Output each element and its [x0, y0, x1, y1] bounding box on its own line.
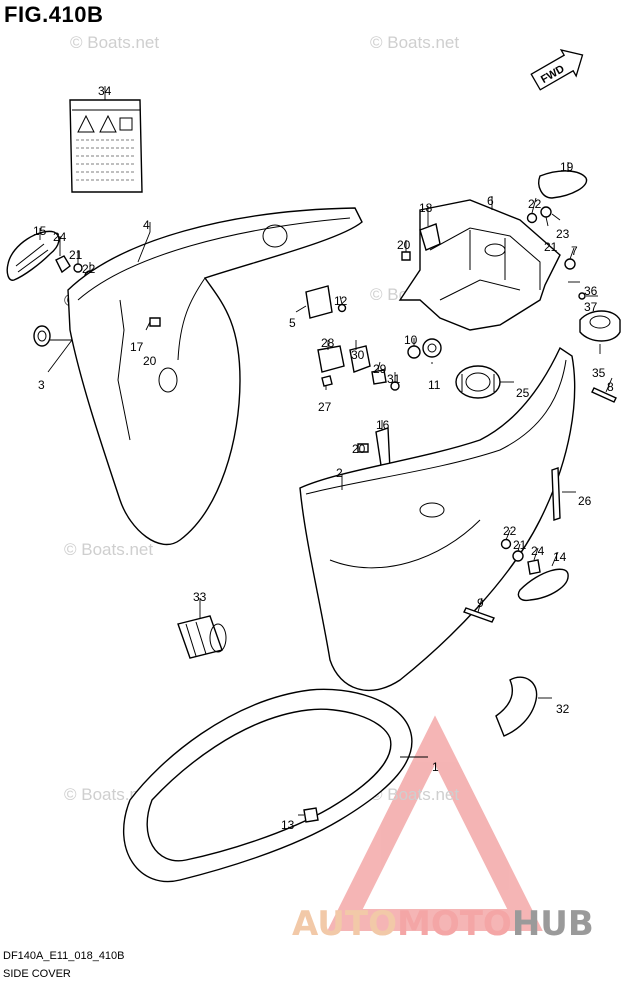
right-side-cover: [299, 346, 576, 691]
brand-auto: AUTO: [292, 904, 397, 944]
part-number-label: 29: [373, 362, 387, 376]
watermark-text: © Boats.net: [370, 33, 459, 52]
part-number-label: 33: [193, 590, 207, 604]
part-number-label: 18: [419, 201, 433, 215]
part-number-label: 24: [53, 230, 67, 244]
part-number-label: 21: [513, 538, 527, 552]
mount-bracket: [398, 199, 561, 331]
brand-moto: MOTO: [396, 904, 512, 944]
part-number-label: 3: [38, 378, 45, 392]
part-number-label: 20: [352, 442, 366, 456]
part-number-label: 17: [130, 340, 144, 354]
figure-caption: SIDE COVER: [3, 968, 71, 980]
part-number-label: 13: [281, 818, 295, 832]
part-number-label: 37: [584, 300, 598, 314]
part-number-label: 22: [503, 524, 517, 538]
watermark-text: © Boats.net: [370, 785, 459, 804]
part-number-label: 35: [592, 366, 606, 380]
automotohub-logo: AUTOMOTOHUB: [292, 904, 594, 944]
warning-label-sticker: [69, 99, 143, 193]
part-number-label: 22: [528, 197, 542, 211]
part-number-label: 24: [531, 544, 545, 558]
part-number-label: 26: [578, 494, 592, 508]
part-number-label: 15: [33, 224, 47, 238]
part-number-label: 5: [289, 316, 296, 330]
figure-code: DF140A_E11_018_410B: [3, 950, 125, 962]
part-number-label: 30: [351, 348, 365, 362]
part-number-label: 6: [487, 194, 494, 208]
part-number-label: 25: [516, 386, 530, 400]
part-number-label: 32: [556, 702, 570, 716]
watermark-logo-icon: [327, 715, 543, 931]
part-number-label: 34: [98, 84, 112, 98]
grommet-part: [455, 365, 501, 399]
part-number-label: 19: [560, 160, 574, 174]
part-number-label: 20: [397, 238, 411, 252]
brand-hub: HUB: [511, 904, 594, 944]
fwd-arrow-icon: FWD: [530, 49, 584, 91]
part-number-label: 20: [143, 354, 157, 368]
part-number-label: 9: [477, 596, 484, 610]
part-number-label: 36: [584, 284, 598, 298]
watermark-text: © Boats.net: [64, 540, 153, 559]
part-number-label: 7: [571, 244, 578, 258]
watermark-text: © Boats.net: [70, 33, 159, 52]
part-number-label: 4: [143, 218, 150, 232]
part-number-label: 31: [387, 372, 401, 386]
part-number-label: 21: [69, 248, 83, 262]
part-number-label: 23: [556, 227, 570, 241]
part-number-label: 11: [428, 378, 441, 392]
grip-part: [6, 230, 60, 281]
part-number-label: 27: [318, 400, 332, 414]
part-number-label: 10: [404, 333, 418, 347]
part-number-label: 1: [432, 760, 439, 774]
part-number-label: 8: [607, 380, 614, 394]
part-number-label: 22: [82, 262, 96, 276]
part-number-label: 28: [321, 336, 335, 350]
part-number-label: 21: [544, 240, 558, 254]
part-number-label: 16: [376, 418, 390, 432]
part-number-label: 2: [336, 466, 343, 480]
part-number-label: 12: [334, 294, 348, 308]
left-side-cover: [67, 207, 363, 546]
part-number-label: 14: [553, 550, 567, 564]
figure-title: FIG.410B: [4, 2, 104, 27]
grommet-large-part: [177, 615, 227, 659]
clip-part: [305, 285, 333, 319]
